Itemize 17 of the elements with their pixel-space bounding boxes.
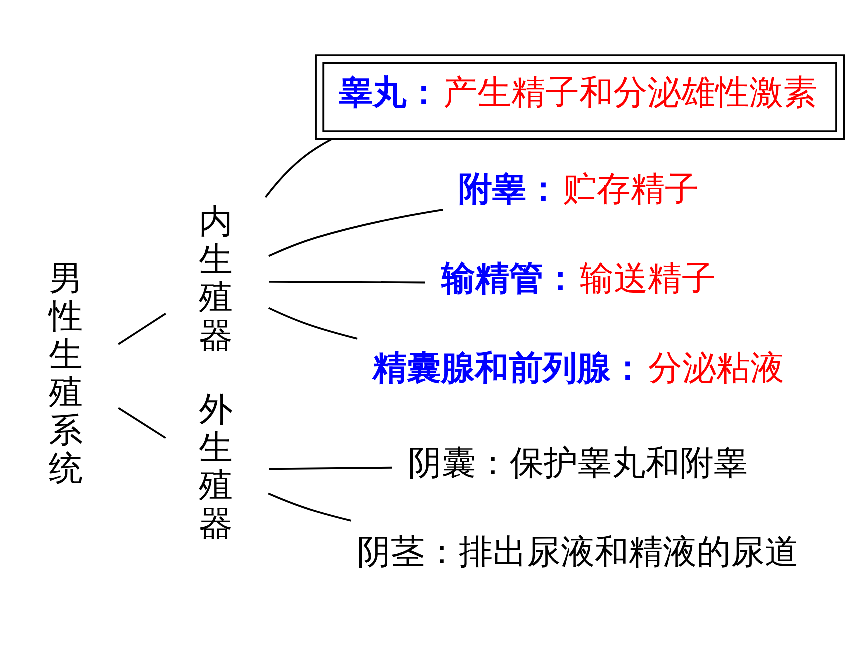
node-text: 附睾：贮存精子 <box>458 170 699 210</box>
connector <box>118 407 166 440</box>
connector <box>118 312 166 346</box>
connector <box>268 307 358 340</box>
node-text: 输精管：输送精子 <box>441 259 716 300</box>
node-box: 睾丸：产生精子和分泌雄性激素 <box>315 54 846 140</box>
connector <box>264 138 333 198</box>
node-text: 阴茎：排出尿液和精液的尿道 <box>356 532 799 573</box>
connector <box>268 208 444 258</box>
connector <box>269 466 392 470</box>
node-text: 男性生殖系统 <box>49 259 84 489</box>
node-text: 精囊腺和前列腺：分泌粘液 <box>373 348 784 388</box>
node-text: 阴囊：保护睾丸和附睾 <box>408 443 748 484</box>
node-text: 外生殖器 <box>199 390 234 544</box>
connector <box>268 492 352 522</box>
connector <box>269 280 426 284</box>
node-text: 内生殖器 <box>199 202 234 356</box>
